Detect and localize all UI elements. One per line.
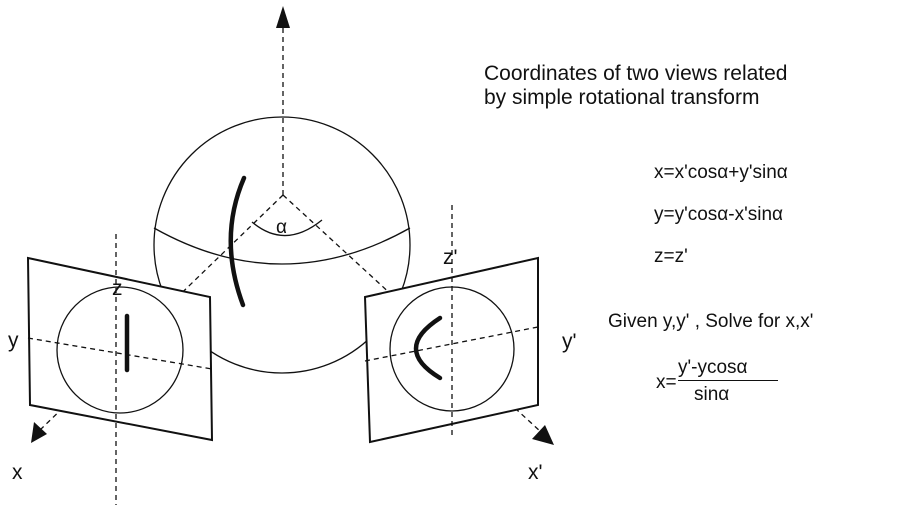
heading-line-1: Coordinates of two views related (484, 62, 788, 85)
sphere-bracket (228, 175, 247, 308)
alpha-label: α (276, 217, 287, 238)
given-statement: Given y,y' , Solve for x,x' (608, 311, 814, 332)
vertical-axis-arrowhead (276, 6, 290, 28)
right-x-arrowhead (532, 425, 554, 445)
right-c-mark (413, 315, 443, 381)
equation-z: z=z' (654, 246, 688, 267)
alpha-angle-arc (251, 219, 323, 237)
left-x-arrowhead (31, 422, 47, 443)
solution-denominator: sinα (694, 384, 730, 405)
left-z-label: z (112, 277, 123, 300)
left-y-axis (27, 337, 213, 370)
right-y-axis (364, 326, 539, 362)
left-view-circle (56, 286, 184, 414)
heading-line-2: by simple rotational transform (484, 86, 760, 109)
right-y-label: y' (562, 330, 577, 353)
solution-numerator: y'-ycosα (678, 357, 748, 378)
left-x-label: x (12, 461, 23, 484)
right-z-label: z' (443, 246, 458, 269)
solution-lhs: x= (656, 372, 677, 393)
right-x-label: x' (528, 461, 543, 484)
sphere-equator (153, 227, 411, 265)
equation-y: y=y'cosα-x'sinα (654, 204, 784, 225)
equation-x: x=x'cosα+y'sinα (654, 162, 788, 183)
fraction-bar (678, 380, 778, 381)
left-y-label: y (8, 329, 19, 352)
sphere (153, 116, 411, 374)
left-image-plane (26, 256, 214, 442)
